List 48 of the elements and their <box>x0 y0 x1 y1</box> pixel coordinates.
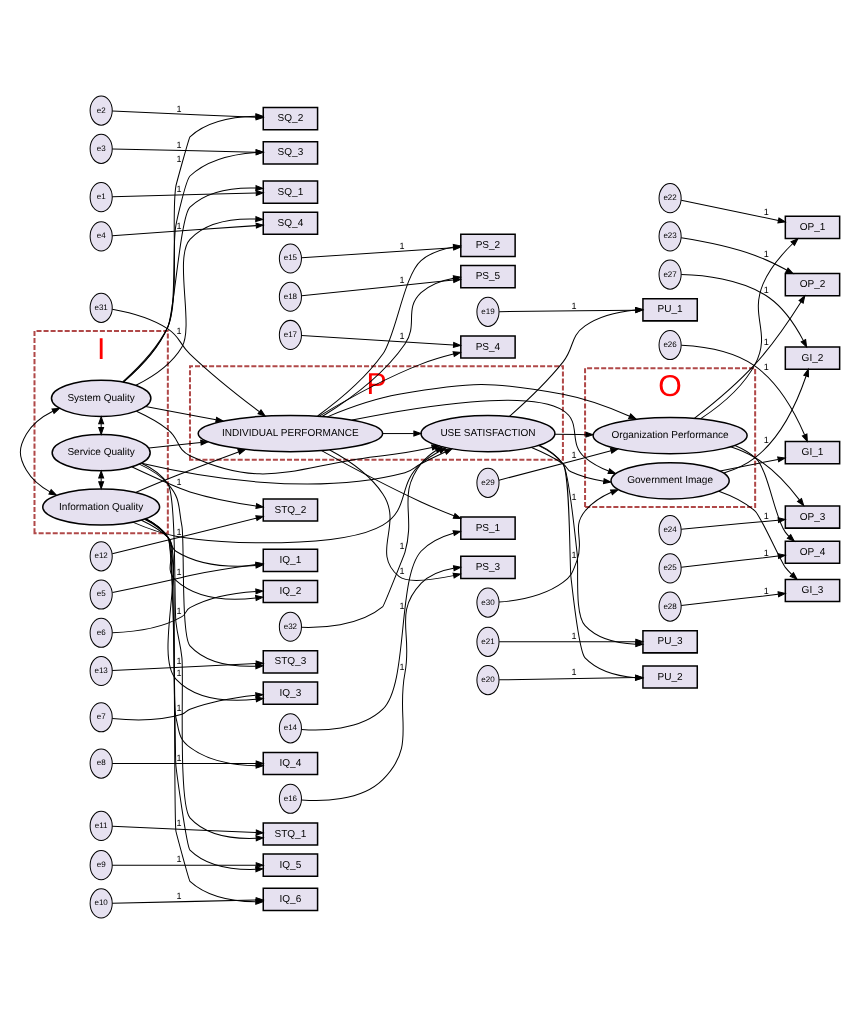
arrow <box>131 465 265 509</box>
arrow <box>145 405 225 422</box>
arrow <box>148 438 210 448</box>
arrow <box>301 564 463 800</box>
arrow <box>734 443 796 542</box>
arrow <box>498 306 645 313</box>
arrow <box>135 214 265 385</box>
arrow <box>111 587 265 633</box>
arrow <box>301 445 444 627</box>
arrow <box>326 383 638 419</box>
arrow <box>700 236 799 419</box>
arrow <box>680 198 787 223</box>
arrow <box>19 406 61 495</box>
arrow <box>136 409 441 474</box>
arrow <box>111 860 265 868</box>
arrow <box>680 552 787 567</box>
arrow <box>719 455 787 471</box>
arrow <box>321 449 463 518</box>
arrow <box>554 430 595 437</box>
arrow <box>351 398 617 473</box>
arrow <box>498 637 645 644</box>
arrow <box>531 446 613 484</box>
arrow <box>723 366 809 473</box>
arrow <box>98 414 105 435</box>
arrow <box>301 243 463 258</box>
arrow <box>680 343 808 442</box>
arrow <box>301 334 463 348</box>
arrow <box>730 445 805 506</box>
arrow <box>694 293 806 418</box>
arrow <box>680 273 808 348</box>
arrow <box>301 529 462 730</box>
arrow <box>498 488 620 602</box>
arrow <box>111 307 267 416</box>
arrow <box>498 673 645 680</box>
arrow <box>509 305 645 416</box>
arrow <box>111 824 265 835</box>
arrow <box>498 446 620 480</box>
arrow <box>111 221 265 236</box>
arrow <box>680 516 787 529</box>
arrow <box>111 188 265 197</box>
arrow <box>680 590 787 605</box>
arrow <box>318 350 462 416</box>
arrow <box>680 236 795 274</box>
arrow <box>111 691 265 720</box>
arrow <box>135 447 247 492</box>
arrow <box>718 489 799 580</box>
arrow <box>382 429 423 436</box>
arrow <box>111 514 265 554</box>
